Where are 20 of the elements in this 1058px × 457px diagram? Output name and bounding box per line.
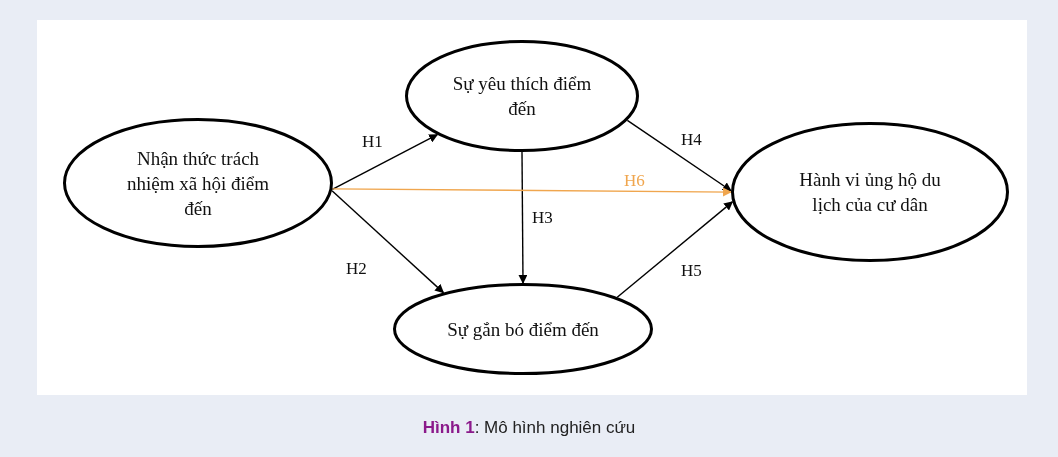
node-label: Sự yêu thích điểm đến xyxy=(452,72,592,121)
edge-label: H6 xyxy=(624,171,645,191)
ellipse-node xyxy=(405,40,639,152)
arrow xyxy=(331,187,732,197)
edge-label: H3 xyxy=(532,208,553,228)
arrow xyxy=(331,190,445,294)
node-label: Hành vi ủng hộ du lịch của cư dân xyxy=(798,168,942,217)
node-label: Nhận thức trách nhiệm xã hội điểm đến xyxy=(126,146,270,221)
arrow xyxy=(626,119,732,192)
edge-label: H1 xyxy=(362,132,383,152)
ellipse-node xyxy=(393,283,653,375)
figure-caption: Hình 1: Mô hình nghiên cứu xyxy=(421,418,637,438)
node-label: Sự gắn bó điểm đến xyxy=(446,317,600,342)
ellipse-node xyxy=(731,122,1009,262)
arrow xyxy=(616,201,734,298)
arrow xyxy=(518,151,528,284)
ellipse-node xyxy=(63,118,333,248)
edge-label: H4 xyxy=(681,130,702,150)
edge-label: H2 xyxy=(346,259,367,279)
edge-label: H5 xyxy=(681,261,702,281)
